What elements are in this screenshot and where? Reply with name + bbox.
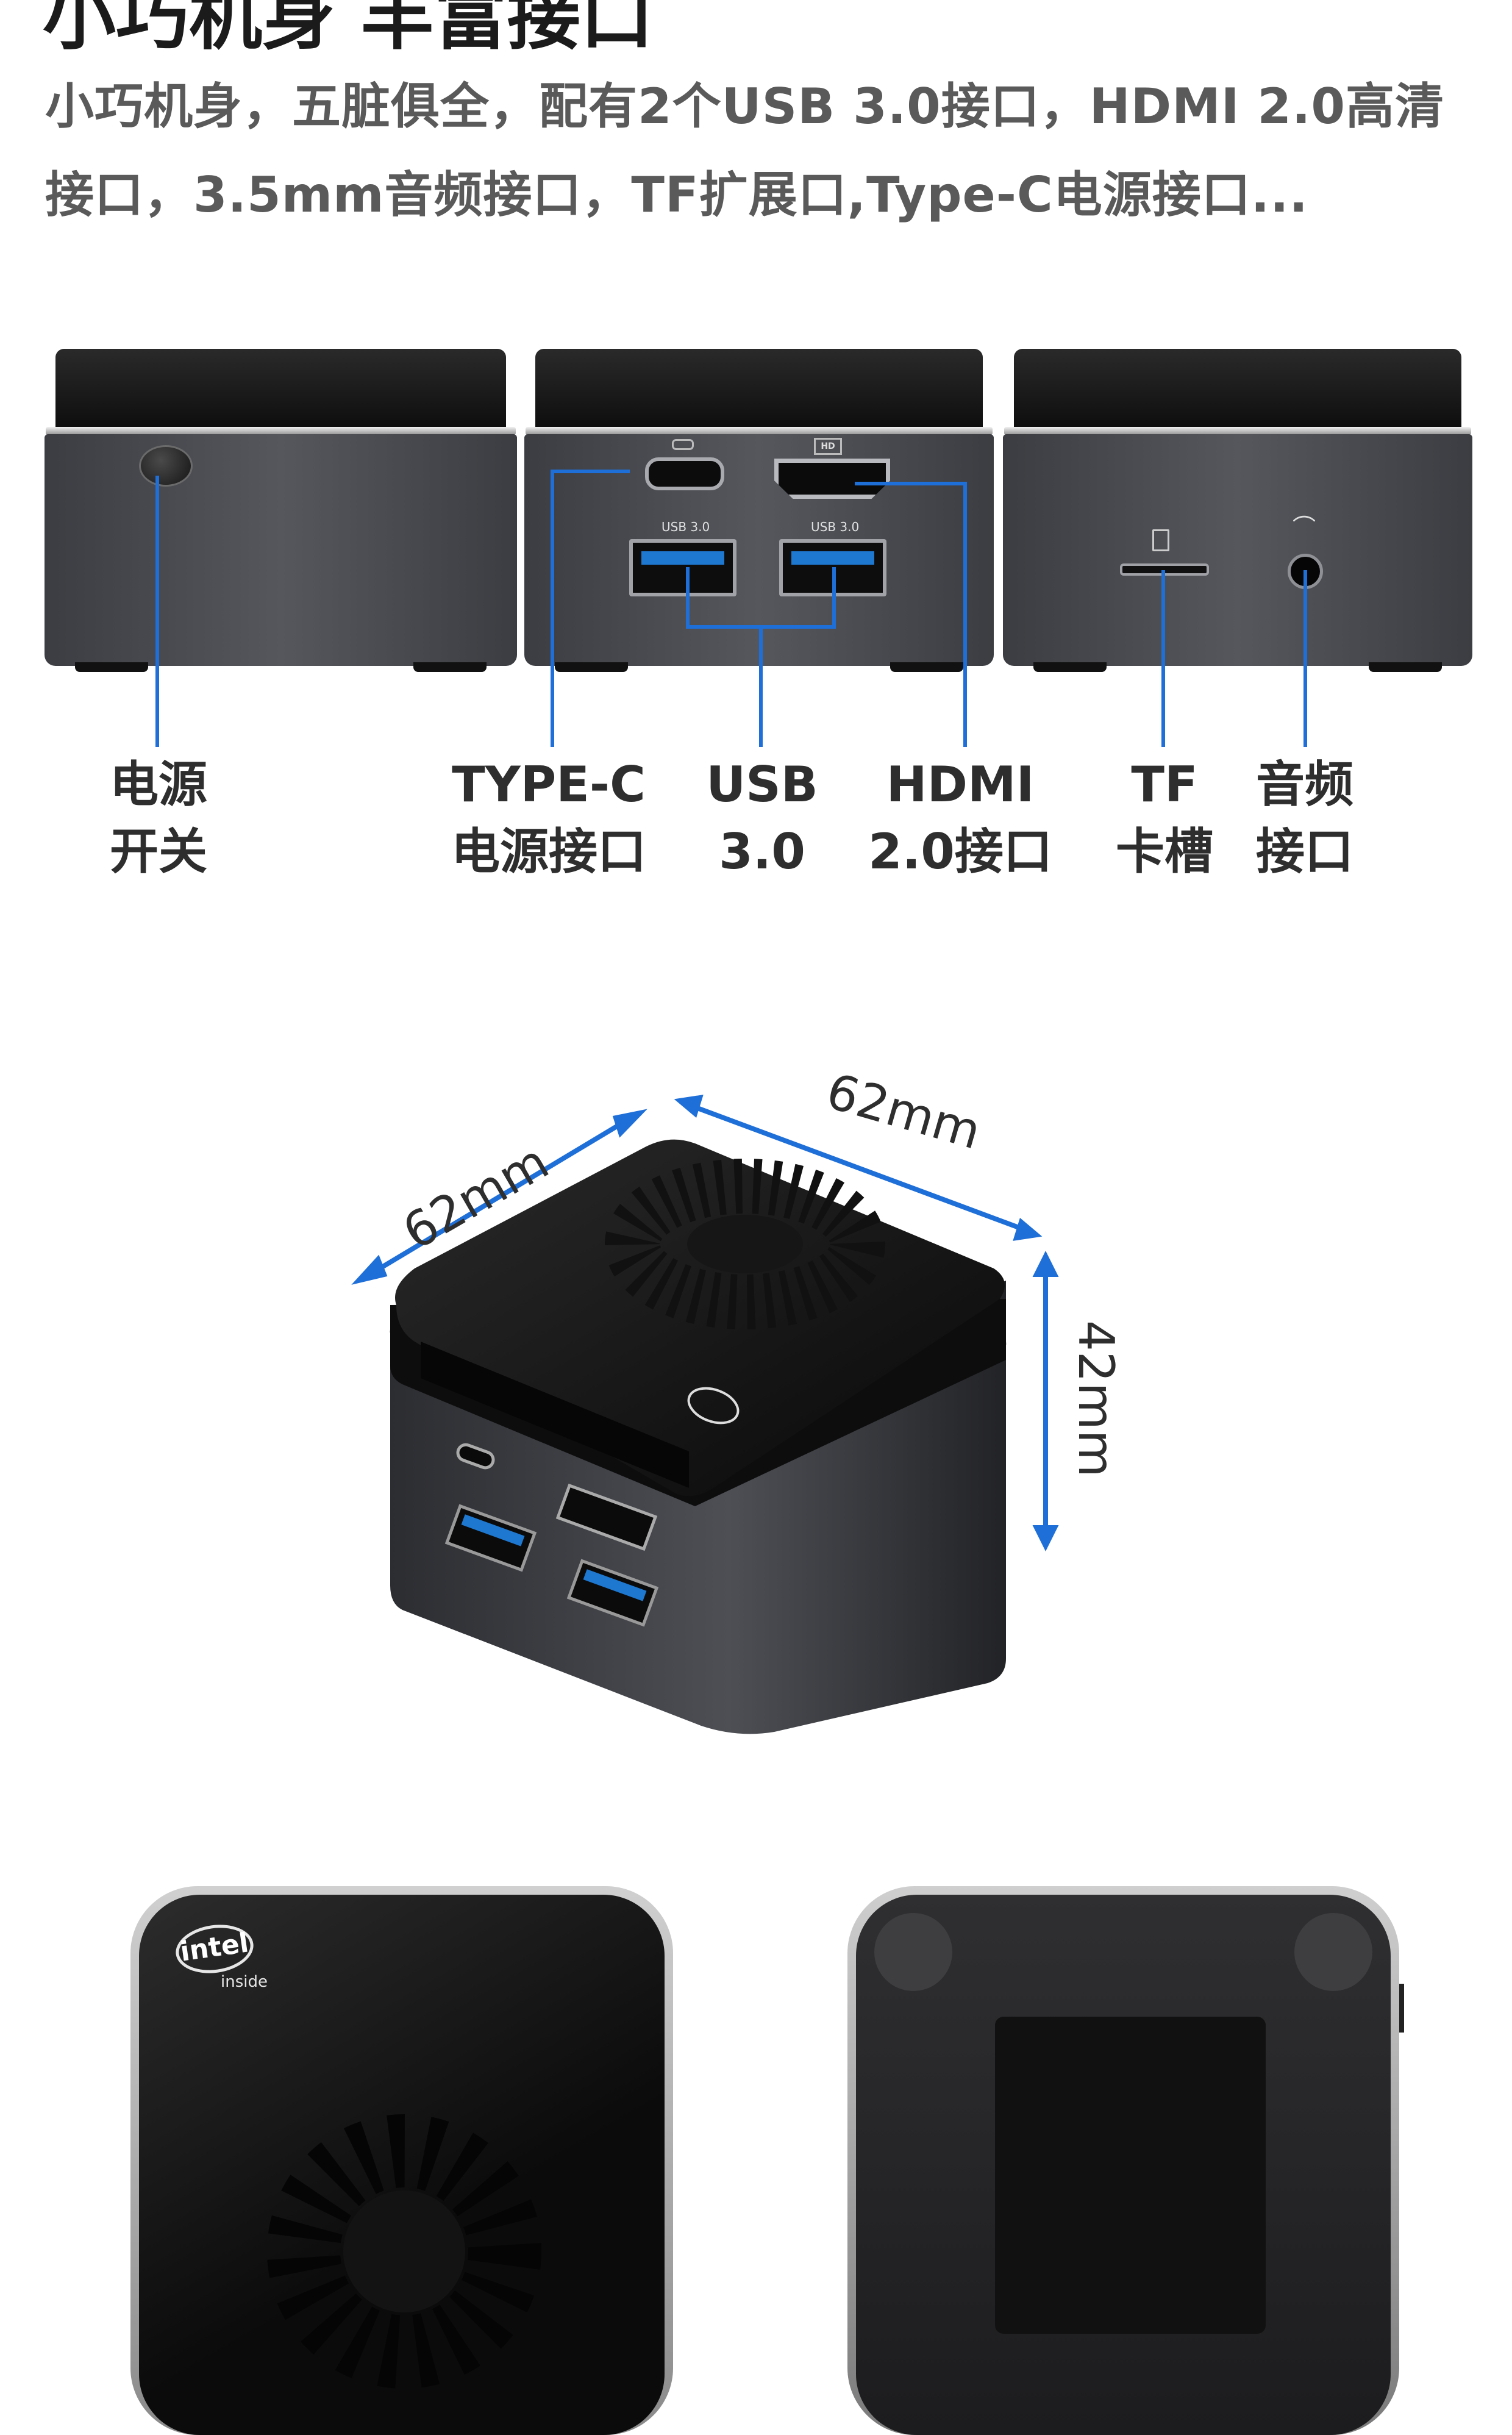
fan-vent-icon xyxy=(267,2114,541,2389)
device-lid xyxy=(535,349,983,428)
device-body xyxy=(1003,434,1472,666)
page-title: 小巧机身 丰富接口 xyxy=(43,0,654,60)
fan-vent-icon xyxy=(605,1159,885,1329)
label-power-switch: 电源开关 xyxy=(110,756,207,880)
intel-logo-icon xyxy=(687,1387,740,1425)
rubber-foot-icon xyxy=(1294,1913,1372,1991)
usb-port-icon xyxy=(566,1559,659,1627)
device-foot xyxy=(1369,662,1442,672)
device-foot xyxy=(1033,662,1107,672)
rubber-foot-icon xyxy=(874,1913,952,1991)
dimension-arrow-width xyxy=(363,1114,636,1280)
headphone-symbol-icon: ⌒ xyxy=(1293,514,1316,541)
hdmi-port-icon xyxy=(555,1483,658,1551)
usb-port-icon xyxy=(629,539,736,596)
side-vent-icon xyxy=(421,1506,689,1742)
leader-line-power xyxy=(155,476,159,747)
type-c-port-icon xyxy=(456,1443,495,1470)
device-side-power xyxy=(45,349,517,672)
hdmi-port-icon xyxy=(774,459,890,499)
dimension-arrow-depth xyxy=(685,1101,1032,1234)
device-foot xyxy=(413,662,487,672)
device-lid xyxy=(390,1299,1006,1506)
sd-card-symbol-icon xyxy=(1152,529,1169,551)
device-lid xyxy=(55,349,506,428)
device-rim xyxy=(46,427,516,435)
intro-text-line-1: 小巧机身，五脏俱全，配有2个USB 3.0接口，HDMI 2.0高清 xyxy=(45,78,1445,135)
device-rim xyxy=(388,1326,1007,1467)
label-audio: 音频接口 xyxy=(1256,756,1353,880)
device-side-media: ⌒ xyxy=(1003,349,1472,672)
device-foot xyxy=(75,662,148,672)
dim-width-label: 62mm xyxy=(393,1133,558,1260)
device-foot xyxy=(555,662,628,672)
intro-text-line-2: 接口，3.5mm音频接口，TF扩展口,Type-C电源接口... xyxy=(45,166,1308,223)
device-foot xyxy=(890,662,963,672)
power-button-icon xyxy=(139,445,193,487)
type-c-port-icon xyxy=(645,457,724,490)
dim-height-label: 42mm xyxy=(1068,1320,1124,1478)
device-body xyxy=(45,434,517,666)
hd-symbol-icon: HD xyxy=(814,438,842,455)
side-button-icon xyxy=(1399,1984,1404,2033)
leader-line-usb xyxy=(686,567,690,628)
type-c-symbol-icon xyxy=(672,439,694,450)
device-side-ports: HD USB 3.0 USB 3.0 xyxy=(524,349,994,672)
usb-port-icon xyxy=(444,1504,537,1572)
leader-line-hdmi xyxy=(963,482,967,747)
bottom-plate xyxy=(995,2017,1266,2334)
device-rim xyxy=(526,427,993,435)
side-vent-icon xyxy=(421,1342,689,1488)
usb-port-label: USB 3.0 xyxy=(661,520,710,534)
usb-port-label: USB 3.0 xyxy=(811,520,860,534)
device-lid-top xyxy=(395,1139,1005,1496)
leader-line-usb xyxy=(832,567,836,628)
device-top-view: intel inside xyxy=(130,1886,673,2435)
device-rim xyxy=(1004,427,1471,435)
leader-line-usb xyxy=(759,625,763,747)
leader-line-hdmi xyxy=(855,482,967,485)
device-lid xyxy=(1014,349,1461,428)
intel-inside-logo: intel inside xyxy=(173,1920,268,1991)
leader-line-tf xyxy=(1161,570,1165,747)
leader-line-audio xyxy=(1303,570,1307,747)
device-body xyxy=(390,1281,1006,1734)
leader-line-type-c xyxy=(551,470,630,473)
dim-depth-label: 62mm xyxy=(821,1062,987,1160)
leader-line-type-c xyxy=(551,470,554,747)
device-bottom-view xyxy=(847,1886,1404,2435)
